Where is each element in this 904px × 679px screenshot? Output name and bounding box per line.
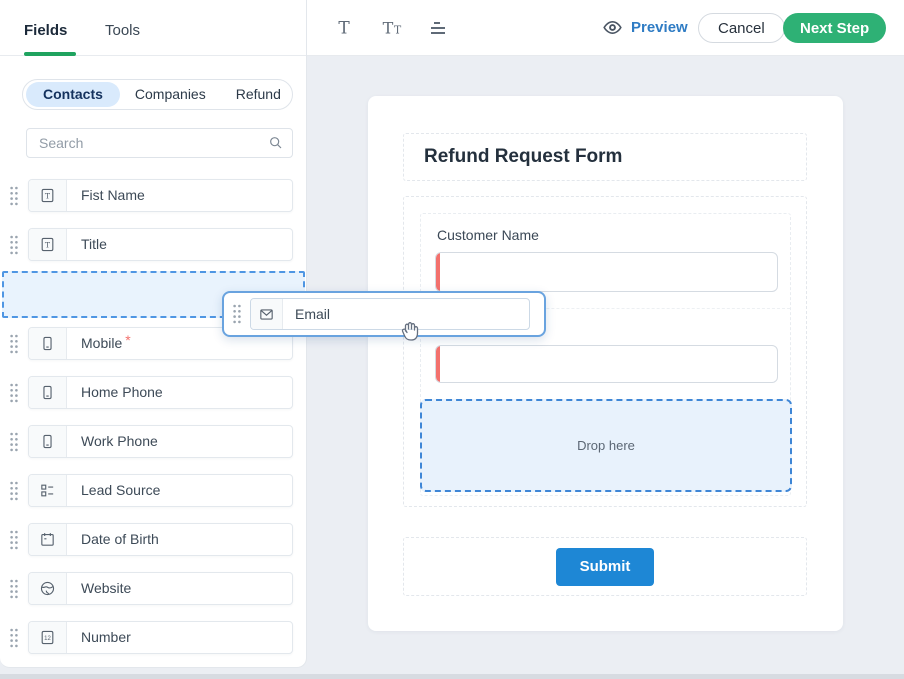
field-box[interactable]: Website [28,572,293,605]
field-item-label: Fist Name [81,187,145,203]
segment-companies[interactable]: Companies [134,86,206,102]
search-input[interactable] [26,128,293,158]
field-box[interactable]: 12 Number [28,621,293,654]
field-box[interactable]: Lead Source [28,474,293,507]
form-input-2[interactable] [435,345,778,383]
field-item-lead-source[interactable]: Lead Source [9,474,293,507]
customer-name-label: Customer Name [437,227,539,243]
field-divider [421,308,790,309]
preview-button[interactable]: Preview [602,17,688,38]
field-box[interactable]: Date of Birth [28,523,293,556]
field-item-work-phone[interactable]: Work Phone [9,425,293,458]
field-box[interactable]: T Title [28,228,293,261]
text-field-icon: T [29,180,67,211]
field-item-title[interactable]: T Title [9,228,293,261]
active-tab-underline [24,52,76,56]
module-segmented-control: Contacts Companies Refund [22,79,293,110]
svg-text:12: 12 [44,636,51,642]
next-step-button[interactable]: Next Step [783,13,887,43]
form-fields-group: Customer Name Drop here [420,213,792,496]
field-item-label: Number [81,629,131,645]
form-title: Refund Request Form [424,146,623,167]
mobile-icon [29,328,67,359]
field-item-home-phone[interactable]: Home Phone [9,376,293,409]
mobile-icon [29,377,67,408]
svg-text:T: T [45,191,51,200]
text-style-button[interactable]: T [328,12,360,44]
drag-handle-icon[interactable] [9,627,19,649]
field-item-label: Home Phone [81,384,163,400]
list-icon [29,475,67,506]
description-button[interactable] [422,12,454,44]
envelope-icon [251,299,283,329]
submit-block: Submit [403,537,807,596]
field-item-number[interactable]: 12 Number [9,621,293,654]
svg-text:T: T [383,19,394,38]
field-item-fist-name[interactable]: T Fist Name [9,179,293,212]
field-item-label: Mobile* [81,332,131,351]
window-bottom-edge [0,674,904,679]
globe-icon [29,573,67,604]
calendar-icon [29,524,67,555]
form-title-block[interactable]: Refund Request Form [403,133,807,181]
dropzone-label: Drop here [577,438,635,453]
field-item-mobile[interactable]: Mobile* [9,327,293,360]
preview-label: Preview [631,19,688,36]
tab-fields[interactable]: Fields [24,22,68,39]
required-indicator [436,346,440,382]
drag-handle-icon[interactable] [9,480,19,502]
segment-refund[interactable]: Refund [235,86,281,102]
text-style-icon: T [328,16,360,40]
drag-handle-icon[interactable] [9,185,19,207]
svg-text:T: T [338,19,350,39]
field-item-website[interactable]: Website [9,572,293,605]
field-item-label: Website [81,580,132,596]
required-indicator [436,253,440,291]
form-canvas: Refund Request Form Customer Name Drop h… [368,96,843,631]
drag-handle-icon[interactable] [9,333,19,355]
field-item-label: Work Phone [81,433,158,449]
eye-icon [602,17,623,38]
number-icon: 12 [29,622,67,653]
text-field-icon: T [29,229,67,260]
dragged-field-label: Email [295,306,331,322]
field-box[interactable]: Work Phone [28,425,293,458]
svg-text:T: T [394,24,402,37]
drag-handle-icon[interactable] [9,578,19,600]
field-item-label: Lead Source [81,482,161,498]
fields-sidebar: Fields Tools Contacts Companies Refund T… [0,0,307,668]
field-box[interactable]: Mobile* [28,327,293,360]
drag-handle-icon[interactable] [9,529,19,551]
align-lines-icon [422,16,454,40]
mobile-icon [29,426,67,457]
cancel-button[interactable]: Cancel [698,13,785,43]
tab-tools[interactable]: Tools [105,22,141,39]
drag-handle-icon[interactable] [9,382,19,404]
segment-contacts[interactable]: Contacts [26,82,120,107]
field-item-label: Date of Birth [81,531,159,547]
drag-handle-icon[interactable] [9,431,19,453]
required-asterisk: * [125,332,131,348]
drag-handle-icon[interactable] [232,303,242,325]
field-box[interactable]: T Fist Name [28,179,293,212]
drag-handle-icon[interactable] [9,234,19,256]
sidebar-tabs: Fields Tools [0,0,306,56]
form-section-block[interactable]: Customer Name Drop here [403,196,807,507]
dragged-field-box: Email [250,298,530,330]
svg-text:T: T [45,240,51,249]
drop-target-zone[interactable]: Drop here [420,399,792,492]
field-box[interactable]: Home Phone [28,376,293,409]
field-item-label: Title [81,236,107,252]
customer-name-input[interactable] [435,252,778,292]
dragged-field-email[interactable]: Email [222,291,546,337]
submit-button[interactable]: Submit [556,547,654,586]
field-item-date-of-birth[interactable]: Date of Birth [9,523,293,556]
